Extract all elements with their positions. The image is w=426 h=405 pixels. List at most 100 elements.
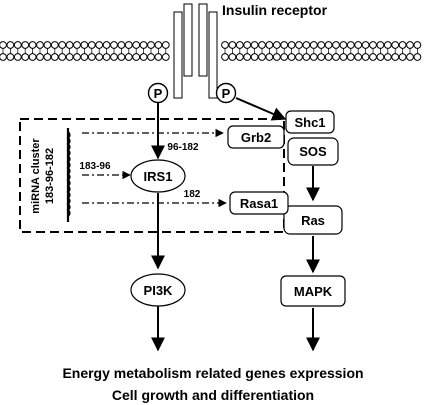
svg-text:IRS1: IRS1: [144, 169, 173, 184]
lipid-head: [43, 41, 52, 49]
lipid-head: [287, 41, 296, 49]
svg-text:Ras: Ras: [301, 213, 325, 228]
lipid-head: [117, 41, 126, 49]
lipid-head: [309, 41, 318, 49]
mirna-cluster-box: [19, 118, 285, 233]
lipid-head: [361, 41, 370, 49]
lipid-head: [58, 53, 67, 61]
lipid-head: [280, 53, 289, 61]
lipid-head: [6, 53, 15, 61]
lipid-head: [0, 41, 7, 49]
lipid-head: [250, 41, 259, 49]
node-grb2: Grb2: [227, 125, 285, 149]
receptor-label: Insulin receptor: [222, 2, 328, 18]
lipid-head: [376, 41, 385, 49]
lipid-head: [398, 41, 407, 49]
mirna-label-182: 182: [184, 189, 201, 200]
arrow-p-to-shc1: [235, 97, 287, 121]
lipid-head: [354, 41, 363, 49]
lipid-head: [36, 53, 44, 61]
lipid-head: [235, 53, 244, 61]
lipid-head: [87, 53, 96, 61]
node-pi3k: PI3K: [130, 273, 186, 307]
lipid-head: [73, 53, 81, 61]
lipid-head: [324, 41, 333, 49]
lipid-head: [13, 53, 22, 61]
lipid-head: [383, 41, 392, 49]
lipid-head: [295, 53, 303, 61]
lipid-head: [295, 41, 303, 49]
svg-text:SOS: SOS: [299, 144, 327, 159]
svg-text:Rasa1: Rasa1: [240, 196, 278, 211]
lipid-head: [235, 41, 244, 49]
svg-text:Grb2: Grb2: [241, 130, 271, 145]
lipid-head: [272, 53, 281, 61]
lipid-head: [228, 41, 237, 49]
lipid-head: [21, 41, 30, 49]
lipid-head: [102, 53, 111, 61]
lipid-head: [73, 41, 81, 49]
lipid-head: [258, 53, 266, 61]
lipid-head: [28, 41, 37, 49]
lipid-head: [132, 53, 141, 61]
lipid-head: [265, 53, 274, 61]
mirna-hairpin-glyph: [66, 128, 71, 222]
lipid-head: [280, 41, 289, 49]
lipid-head: [132, 41, 141, 49]
node-sos: SOS: [287, 137, 339, 166]
lipid-head: [369, 53, 377, 61]
lipid-head: [161, 53, 170, 61]
outcome-line-1: Energy metabolism related genes expressi…: [62, 365, 363, 381]
lipid-head: [228, 53, 237, 61]
lipid-head: [398, 53, 407, 61]
lipid-head: [258, 41, 266, 49]
lipid-head: [80, 53, 89, 61]
node-shc1: Shc1: [285, 110, 335, 134]
lipid-head: [302, 41, 311, 49]
lipid-head: [243, 53, 252, 61]
lipid-head: [413, 41, 422, 49]
lipid-head: [161, 41, 170, 49]
lipid-head: [376, 53, 385, 61]
node-mapk: MAPK: [280, 275, 346, 307]
lipid-head: [95, 53, 104, 61]
svg-text:Shc1: Shc1: [294, 115, 325, 130]
lipid-head: [391, 41, 400, 49]
lipid-head: [154, 41, 163, 49]
node-ras: Ras: [283, 205, 343, 235]
lipid-head: [391, 53, 400, 61]
lipid-head: [139, 41, 148, 49]
outcome-line-2: Cell growth and differentiation: [112, 387, 314, 403]
lipid-head: [221, 41, 229, 49]
svg-text:PI3K: PI3K: [144, 283, 174, 298]
lipid-head: [346, 53, 355, 61]
lipid-head: [354, 53, 363, 61]
lipid-head: [250, 53, 259, 61]
lipid-head: [124, 41, 133, 49]
lipid-head: [0, 53, 7, 61]
mirna-label-183-96: 183-96: [79, 161, 111, 172]
lipid-head: [332, 53, 340, 61]
insulin-receptor: [173, 3, 218, 99]
lipid-head: [406, 53, 414, 61]
mirna-label-96-182: 96-182: [167, 142, 199, 153]
lipid-head: [272, 41, 281, 49]
lipid-head: [413, 53, 422, 61]
phospho-right: P: [215, 82, 237, 104]
cluster-label-line1: miRNA cluster: [30, 138, 42, 214]
lipid-head: [13, 41, 22, 49]
svg-text:P: P: [154, 86, 163, 101]
lipid-head: [117, 53, 126, 61]
cell-membrane: [0, 41, 422, 61]
lipid-head: [339, 41, 348, 49]
lipid-head: [80, 41, 89, 49]
lipid-head: [317, 53, 326, 61]
lipid-head: [302, 53, 311, 61]
lipid-head: [21, 53, 30, 61]
lipid-head: [65, 41, 74, 49]
svg-text:P: P: [222, 86, 231, 101]
node-irs1: IRS1: [130, 159, 186, 193]
lipid-head: [50, 41, 59, 49]
